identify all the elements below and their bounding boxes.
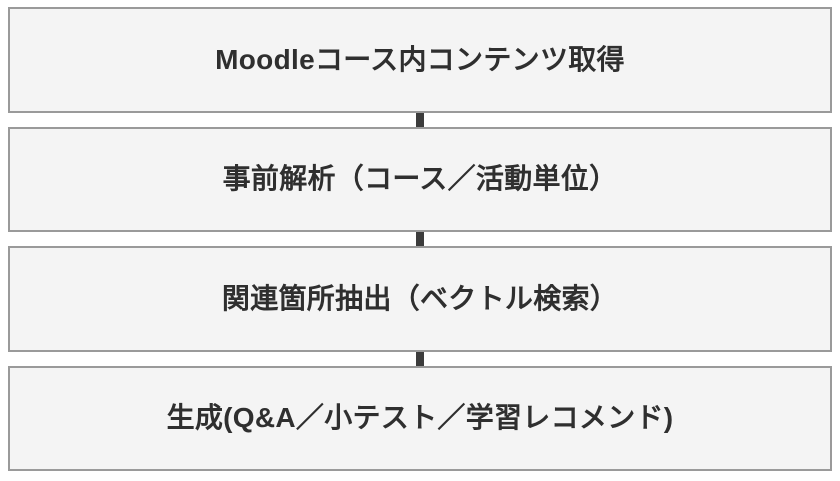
connector-bar-icon bbox=[416, 112, 424, 127]
flow-node-label-step-3: 関連箇所抽出（ベクトル検索） bbox=[221, 282, 619, 314]
flow-node-step-4[interactable]: 生成(Q&A／小テスト／学習レコメンド) bbox=[8, 365, 832, 471]
flow-node-label-step-2: 事前解析（コース／活動単位） bbox=[222, 163, 618, 195]
flow-node-step-3[interactable]: 関連箇所抽出（ベクトル検索） bbox=[8, 246, 832, 352]
flow-node-label-step-1: Moodleコース内コンテンツ取得 bbox=[215, 43, 625, 75]
flow-connector-1-2 bbox=[8, 112, 832, 127]
flow-connector-3-4 bbox=[8, 351, 832, 366]
connector-bar-icon bbox=[416, 232, 424, 246]
flow-node-step-1[interactable]: Moodleコース内コンテンツ取得 bbox=[8, 7, 832, 113]
flow-node-step-2[interactable]: 事前解析（コース／活動単位） bbox=[8, 126, 832, 232]
flow-connector-2-3 bbox=[8, 232, 832, 246]
flow-node-label-step-4: 生成(Q&A／小テスト／学習レコメンド) bbox=[166, 402, 674, 434]
connector-bar-icon bbox=[416, 351, 424, 366]
